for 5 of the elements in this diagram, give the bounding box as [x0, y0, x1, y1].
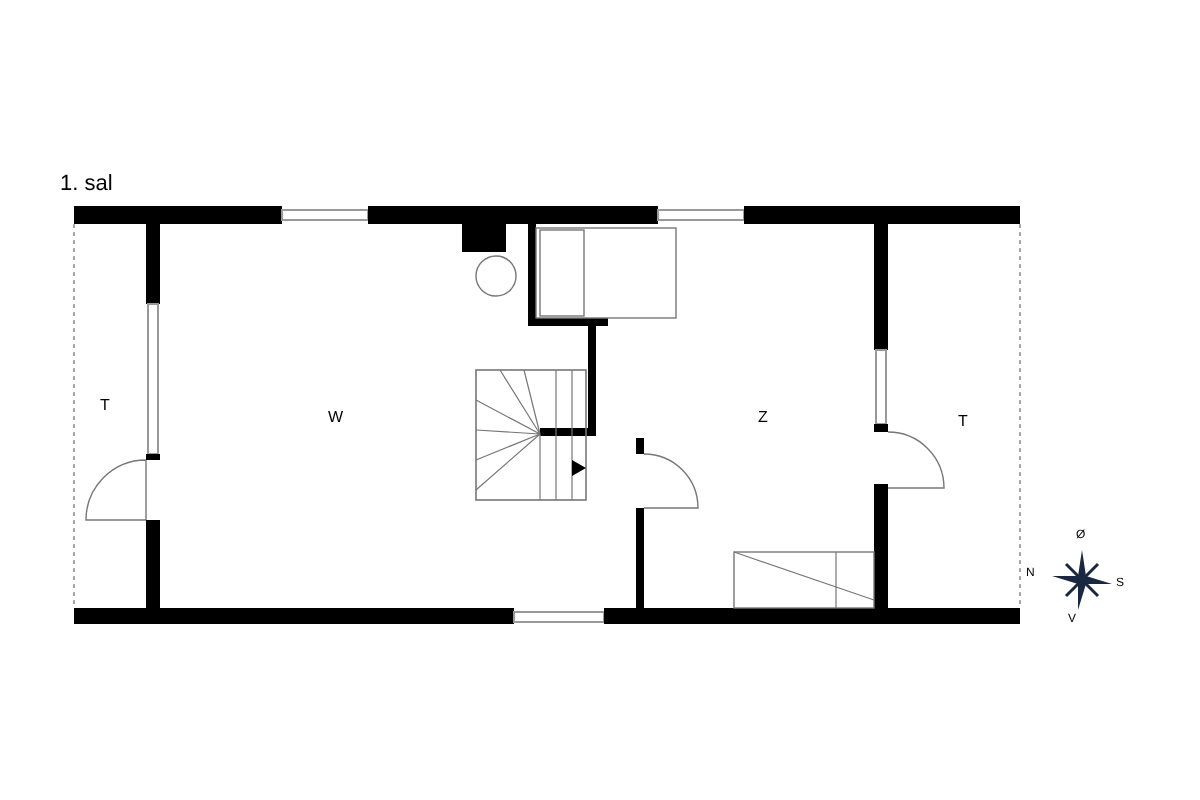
room-label: T [958, 412, 968, 430]
room-label: T [100, 396, 110, 414]
room-label: W [328, 408, 344, 426]
floor-level-title: 1. sal [60, 172, 113, 196]
room-label: Z [758, 408, 768, 426]
